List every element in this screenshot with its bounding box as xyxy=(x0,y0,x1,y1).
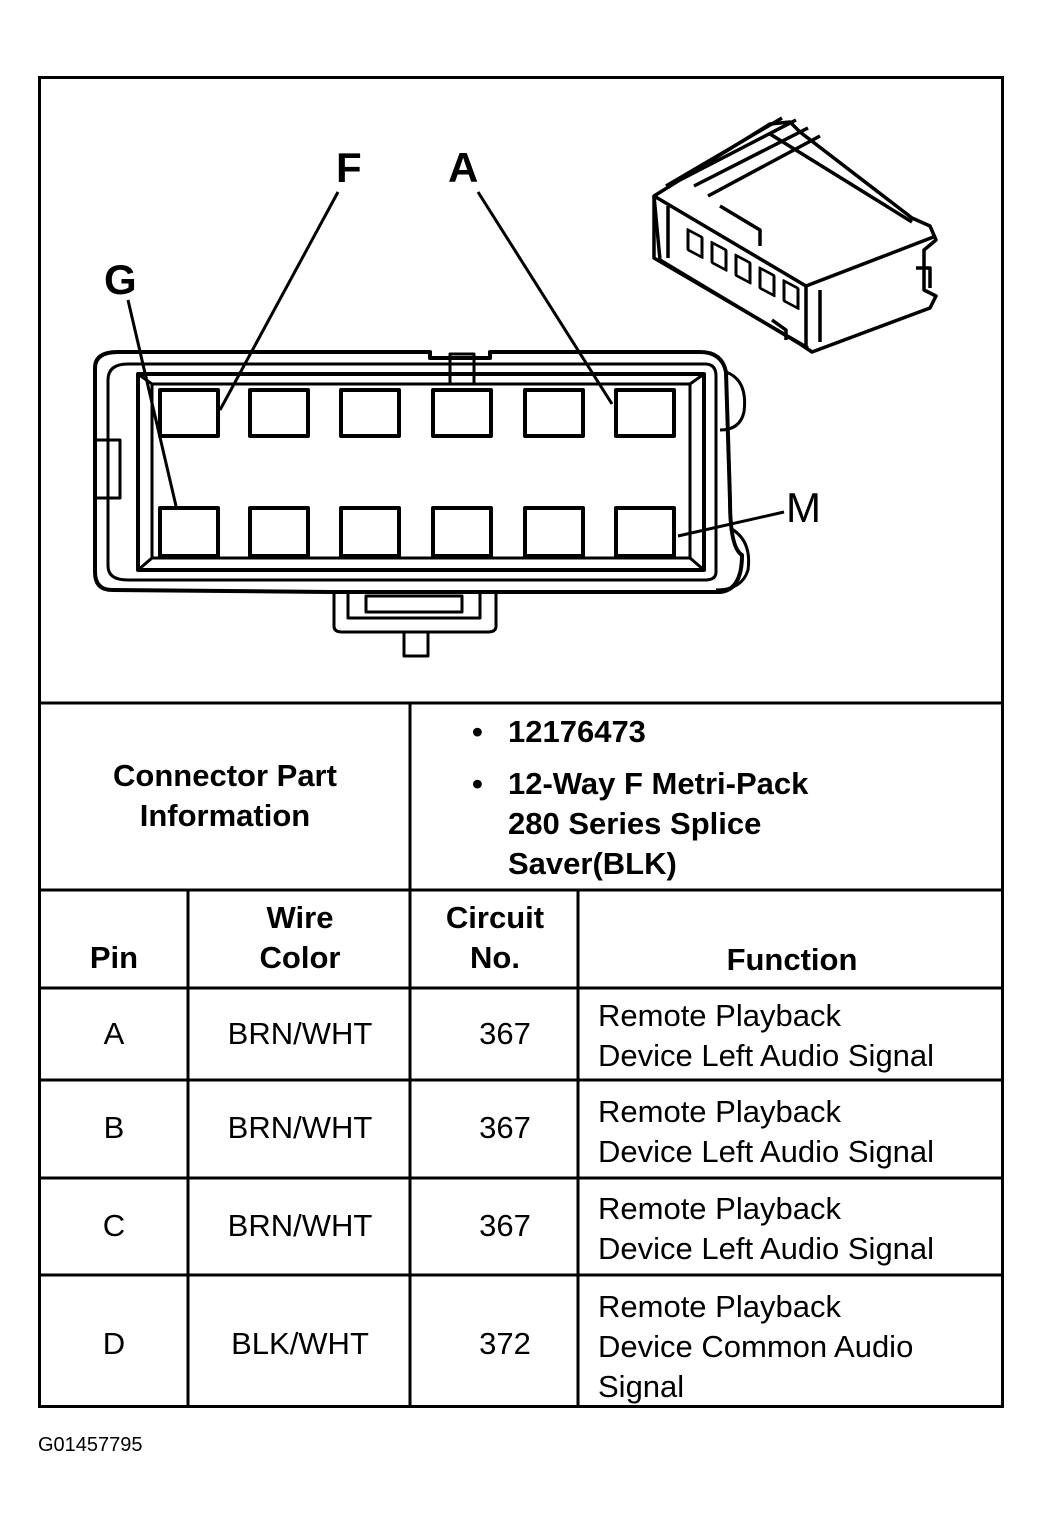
pin-label-f: F xyxy=(336,144,362,191)
table-row-wire-color: BRN/WHT xyxy=(227,1208,373,1243)
connector-description-line3: Saver(BLK) xyxy=(508,846,677,881)
table-row-pin: C xyxy=(102,1208,126,1243)
function-line2: Device Left Audio Signal xyxy=(598,1231,935,1266)
table-row-function: Remote Playback Device Left Audio Signal xyxy=(598,996,934,1076)
table-row-circuit: 367 xyxy=(479,1208,531,1243)
function-line1: Remote Playback xyxy=(598,1191,841,1226)
bullet-description: • xyxy=(472,766,483,801)
connector-3d-view xyxy=(652,116,938,354)
connector-description: 12-Way F Metri-Pack 280 Series Splice Sa… xyxy=(508,764,808,884)
table-row-pin: D xyxy=(102,1326,126,1361)
part-number: 12176473 xyxy=(508,714,646,749)
connector-description-line1: 12-Way F Metri-Pack xyxy=(508,766,809,801)
header-function: Function xyxy=(726,942,858,977)
table-row-circuit: 367 xyxy=(479,1016,531,1051)
header-circuit-line1: Circuit xyxy=(445,900,545,935)
leader-f xyxy=(218,191,340,411)
header-wire-color: Wire Color xyxy=(190,898,410,978)
table-row-circuit: 367 xyxy=(479,1110,531,1145)
connector-info-label-line2: Information xyxy=(139,798,311,833)
pin-label-m: M xyxy=(786,484,821,531)
table-row-wire-color: BRN/WHT xyxy=(227,1110,373,1145)
function-line3: Signal xyxy=(598,1369,685,1404)
table-row-wire-color: BLK/WHT xyxy=(231,1326,369,1361)
function-line2: Device Left Audio Signal xyxy=(598,1134,935,1169)
table-row-function: Remote Playback Device Common Audio Sign… xyxy=(598,1287,913,1407)
bullet-part-number: • xyxy=(472,714,483,749)
leader-m xyxy=(677,510,785,538)
function-line2: Device Common Audio xyxy=(598,1329,914,1364)
table-row-circuit: 372 xyxy=(479,1326,531,1361)
header-wire-color-line1: Wire xyxy=(266,900,334,935)
table-row-pin: B xyxy=(103,1110,125,1145)
connector-description-line2: 280 Series Splice xyxy=(508,806,762,841)
function-line1: Remote Playback xyxy=(598,998,841,1033)
function-line2: Device Left Audio Signal xyxy=(598,1038,935,1073)
function-line1: Remote Playback xyxy=(598,1094,841,1129)
table-row-wire-color: BRN/WHT xyxy=(227,1016,373,1051)
leader-a xyxy=(476,191,614,405)
header-wire-color-line2: Color xyxy=(259,940,341,975)
header-circuit: Circuit No. xyxy=(412,898,578,978)
connector-face xyxy=(93,350,751,658)
diagram-frame xyxy=(38,76,1004,1408)
connector-info-label: Connector Part Information xyxy=(40,756,410,836)
table-grid xyxy=(38,701,1004,1408)
leader-g xyxy=(126,299,178,507)
header-pin: Pin xyxy=(89,940,139,975)
table-row-function: Remote Playback Device Left Audio Signal xyxy=(598,1189,934,1269)
connector-info-label-line1: Connector Part xyxy=(113,758,337,793)
function-line1: Remote Playback xyxy=(598,1289,841,1324)
pin-label-g: G xyxy=(104,256,137,303)
figure-id: G01457795 xyxy=(38,1434,143,1456)
table-row-function: Remote Playback Device Left Audio Signal xyxy=(598,1092,934,1172)
leader-lines xyxy=(126,191,785,538)
pin-label-a: A xyxy=(448,144,478,191)
header-circuit-line2: No. xyxy=(470,940,520,975)
table-row-pin: A xyxy=(103,1016,125,1051)
